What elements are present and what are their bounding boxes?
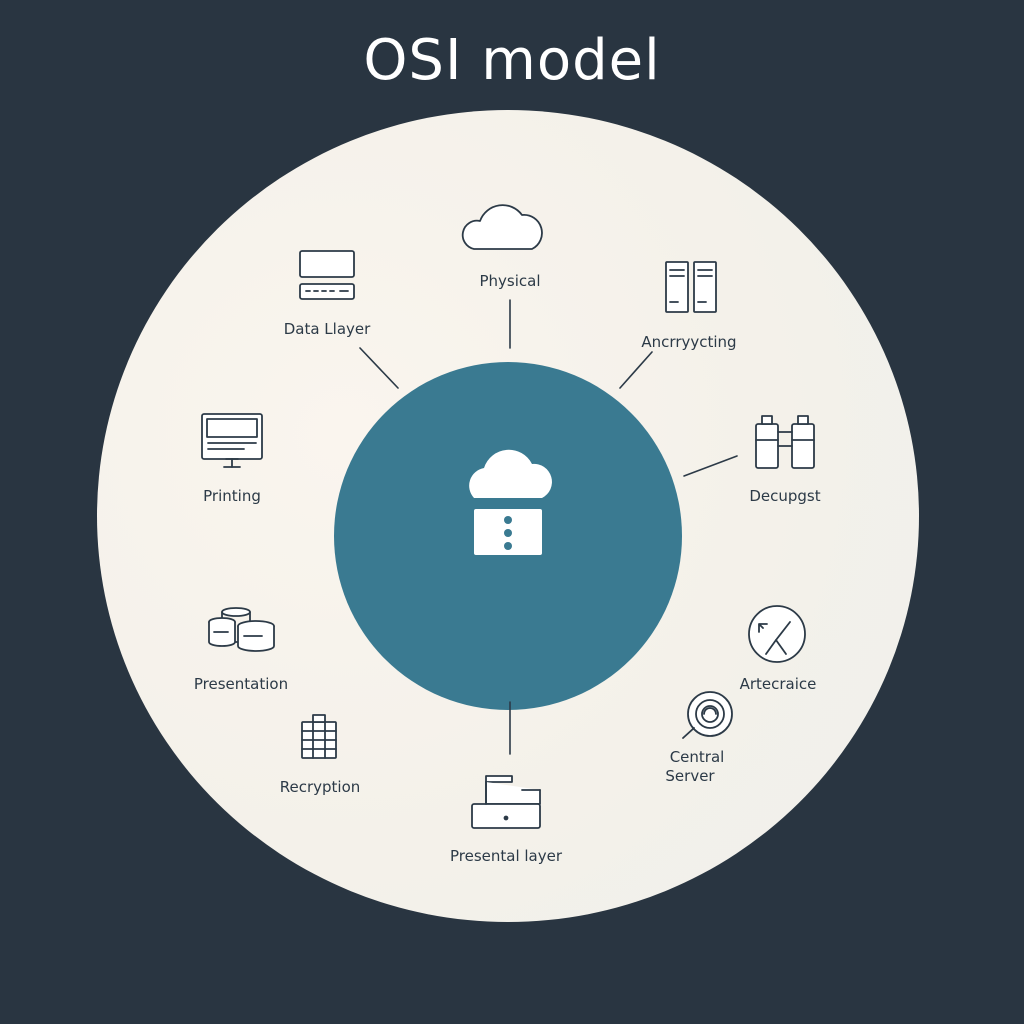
- linked-servers-icon: [755, 415, 815, 469]
- connector-decupgst: [683, 455, 738, 477]
- connector-lines: [359, 299, 738, 755]
- page-title: OSI model: [363, 28, 661, 93]
- node-label-recryption: Recryption: [279, 778, 361, 796]
- node-label-artecraice: Artecraice: [739, 675, 817, 693]
- building-grid-icon: [301, 714, 337, 759]
- compass-icon: [748, 605, 806, 663]
- node-label-physical: Physical: [479, 272, 541, 290]
- node-label-printing: Printing: [203, 487, 261, 505]
- node-label-presental-layer: Presental layer: [449, 847, 563, 865]
- cloud-server-icon: [469, 449, 552, 555]
- laptop-icon: [471, 775, 541, 829]
- network-switch-icon: [299, 250, 355, 300]
- node-label-server: Server: [665, 767, 715, 785]
- node-label-data-layer: Data Llayer: [283, 320, 371, 338]
- connector-data-layer: [359, 347, 399, 389]
- node-label-central: Central: [669, 748, 725, 766]
- node-label-decupgst: Decupgst: [749, 487, 821, 505]
- node-label-encrypting: Ancrryycting: [641, 333, 737, 351]
- database-stack-icon: [208, 607, 275, 652]
- monitor-icon: [201, 413, 263, 468]
- node-label-presentation: Presentation: [193, 675, 289, 693]
- connector-encrypting: [619, 351, 653, 389]
- server-rack-icon: [665, 261, 717, 313]
- fingerprint-search-icon: [682, 691, 733, 739]
- cloud-icon: [461, 204, 543, 250]
